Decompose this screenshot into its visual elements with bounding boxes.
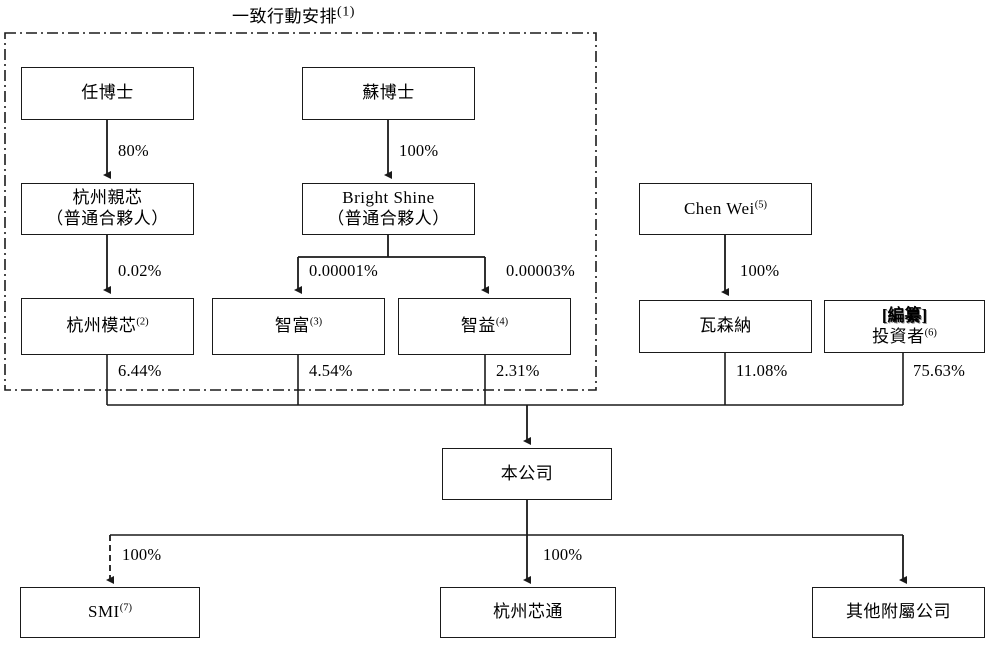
- concert-party-frame: [4, 32, 597, 391]
- pct-company-xintong: 100%: [543, 545, 583, 564]
- node-hangzhou-moxin-label: 杭州模芯(2): [66, 316, 149, 336]
- node-smi-label: SMI(7): [87, 602, 132, 622]
- pct-zhifu-company: 4.54%: [309, 361, 353, 380]
- node-other-subsidiaries[interactable]: 其他附屬公司: [812, 587, 985, 638]
- node-company-label: 本公司: [500, 463, 554, 483]
- pct-company-smi: 100%: [122, 545, 162, 564]
- node-chen-wei-label: Chen Wei(5): [683, 198, 768, 218]
- concert-party-title-text: 一致行動安排: [232, 7, 337, 26]
- node-other-subsidiaries-label: 其他附屬公司: [846, 602, 951, 622]
- node-zhifu[interactable]: 智富(3): [212, 298, 385, 355]
- node-bright-shine-sublabel: （普通合夥人）: [327, 209, 450, 228]
- node-zhiyi-label: 智益(4): [460, 316, 509, 336]
- node-investor[interactable]: [編纂] 投資者(6): [824, 300, 985, 353]
- edge-brightshine-split: [298, 235, 485, 258]
- pct-zhiyi-company: 2.31%: [496, 361, 540, 380]
- node-zhifu-label: 智富(3): [274, 316, 323, 336]
- concert-party-title: 一致行動安排(1): [232, 2, 355, 27]
- node-investor-redaction: [編纂]: [881, 305, 928, 325]
- node-su-label: 蘇博士: [362, 83, 415, 103]
- node-company[interactable]: 本公司: [442, 448, 612, 500]
- node-hangzhou-qinxin-sublabel: （普通合夥人）: [46, 209, 169, 228]
- pct-brightshine-zhifu: 0.00001%: [309, 261, 378, 280]
- node-su[interactable]: 蘇博士: [302, 67, 475, 120]
- pct-qinxin-moxin: 0.02%: [118, 261, 162, 280]
- node-bright-shine-label: Bright Shine: [342, 188, 435, 208]
- node-hangzhou-xintong[interactable]: 杭州芯通: [440, 587, 616, 638]
- node-wasenna-label: 瓦森納: [699, 316, 752, 336]
- node-wasenna[interactable]: 瓦森納: [639, 300, 812, 353]
- pct-wasenna-company: 11.08%: [736, 361, 788, 380]
- node-bright-shine[interactable]: Bright Shine （普通合夥人）: [302, 183, 475, 235]
- node-ren-label: 任博士: [81, 83, 134, 103]
- node-zhiyi[interactable]: 智益(4): [398, 298, 571, 355]
- node-hangzhou-xintong-label: 杭州芯通: [493, 602, 563, 622]
- node-smi[interactable]: SMI(7): [20, 587, 200, 638]
- node-chen-wei[interactable]: Chen Wei(5): [639, 183, 812, 235]
- node-investor-label: 投資者(6): [872, 326, 937, 346]
- node-hangzhou-qinxin[interactable]: 杭州親芯 （普通合夥人）: [21, 183, 194, 235]
- pct-moxin-company: 6.44%: [118, 361, 162, 380]
- pct-investor-company: 75.63%: [913, 361, 966, 380]
- node-hangzhou-qinxin-label: 杭州親芯: [72, 188, 143, 208]
- pct-ren-qinxin: 80%: [118, 141, 149, 160]
- concert-party-title-sup: (1): [337, 3, 356, 20]
- pct-su-brightshine: 100%: [399, 141, 439, 160]
- node-hangzhou-moxin[interactable]: 杭州模芯(2): [21, 298, 194, 355]
- node-ren[interactable]: 任博士: [21, 67, 194, 120]
- pct-chenwei-wasenna: 100%: [740, 261, 780, 280]
- pct-brightshine-zhiyi: 0.00003%: [506, 261, 575, 280]
